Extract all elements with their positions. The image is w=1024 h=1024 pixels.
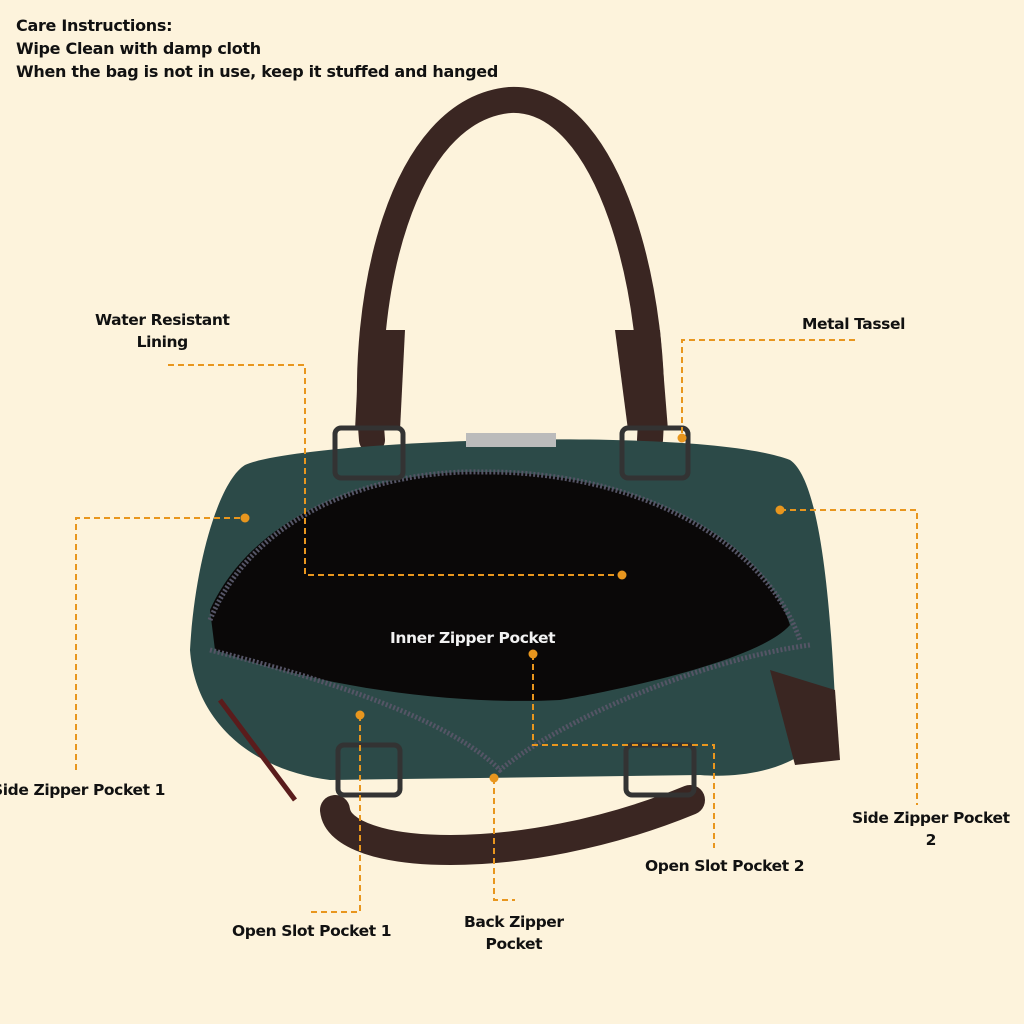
leader-side-zipper-1 <box>75 517 245 770</box>
care-line-2: When the bag is not in use, keep it stuf… <box>16 62 498 81</box>
label-side-zipper-pocket-1: Side Zipper Pocket 1 <box>0 781 165 799</box>
label-line: Water Resistant <box>95 311 230 329</box>
label-line: Side Zipper Pocket <box>852 809 1010 827</box>
leader-lines <box>75 339 918 913</box>
leader-back-zipper <box>493 778 515 901</box>
leader-inner-zipper <box>532 654 715 848</box>
top-handle <box>357 86 665 453</box>
bottom-handle <box>320 785 705 865</box>
leader-open-slot-1 <box>308 715 361 913</box>
label-line: Pocket <box>485 935 543 953</box>
label-line: 2 <box>925 831 937 849</box>
label-line: Back Zipper <box>464 913 564 931</box>
label-inner-zipper-pocket: Inner Zipper Pocket <box>390 629 556 647</box>
bag-opening <box>210 471 790 701</box>
label-metal-tassel: Metal Tassel <box>802 315 906 333</box>
label-side-zipper-pocket-2: Side Zipper Pocket 2 <box>852 807 1010 851</box>
care-line-1: Wipe Clean with damp cloth <box>16 39 261 58</box>
label-back-zipper-pocket: Back Zipper Pocket <box>464 911 564 955</box>
leader-side-zipper-2 <box>780 509 918 805</box>
label-water-resistant-lining: Water Resistant Lining <box>95 309 230 353</box>
label-open-slot-pocket-2: Open Slot Pocket 2 <box>645 857 805 875</box>
leader-metal-tassel <box>681 339 855 438</box>
leader-water-resistant <box>168 364 622 576</box>
care-instructions: Care Instructions: Wipe Clean with damp … <box>16 14 498 83</box>
care-title: Care Instructions: <box>16 16 173 35</box>
label-open-slot-pocket-1: Open Slot Pocket 1 <box>232 922 392 940</box>
label-line: Lining <box>136 333 189 351</box>
